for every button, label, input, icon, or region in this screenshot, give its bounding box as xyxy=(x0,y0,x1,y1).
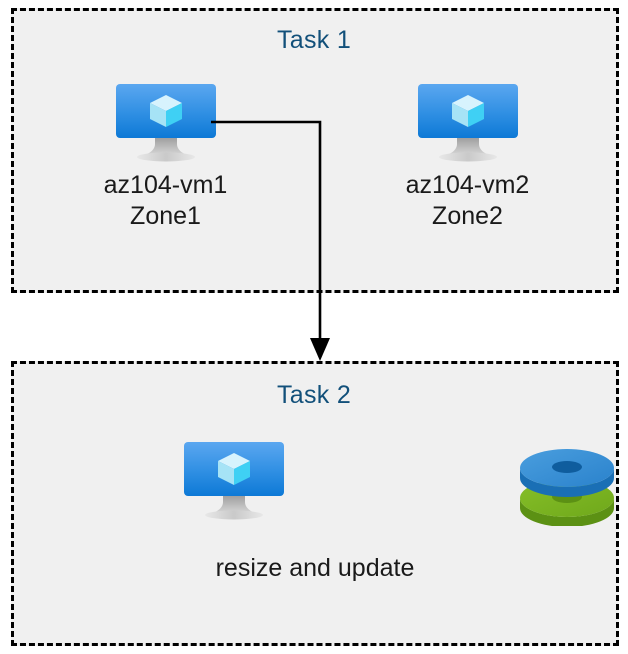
task-2-title: Task 2 xyxy=(276,381,352,409)
vm-node-az104-vm2: az104-vm2 Zone2 xyxy=(360,82,575,231)
task-2-icon-row xyxy=(11,440,619,526)
virtual-machine-icon xyxy=(114,82,218,164)
virtual-machine-icon xyxy=(182,440,286,522)
task-2-container xyxy=(11,361,619,646)
virtual-machine-icon xyxy=(416,82,520,164)
task-2-caption: resize and update xyxy=(215,554,415,582)
managed-disks-icon xyxy=(515,440,619,526)
vm-label-az104-vm1: az104-vm1 Zone1 xyxy=(103,171,228,230)
vm-label-az104-vm2: az104-vm2 Zone2 xyxy=(405,171,530,230)
task-1-title: Task 1 xyxy=(276,26,352,54)
vm-node-az104-vm1: az104-vm1 Zone1 xyxy=(58,82,273,231)
